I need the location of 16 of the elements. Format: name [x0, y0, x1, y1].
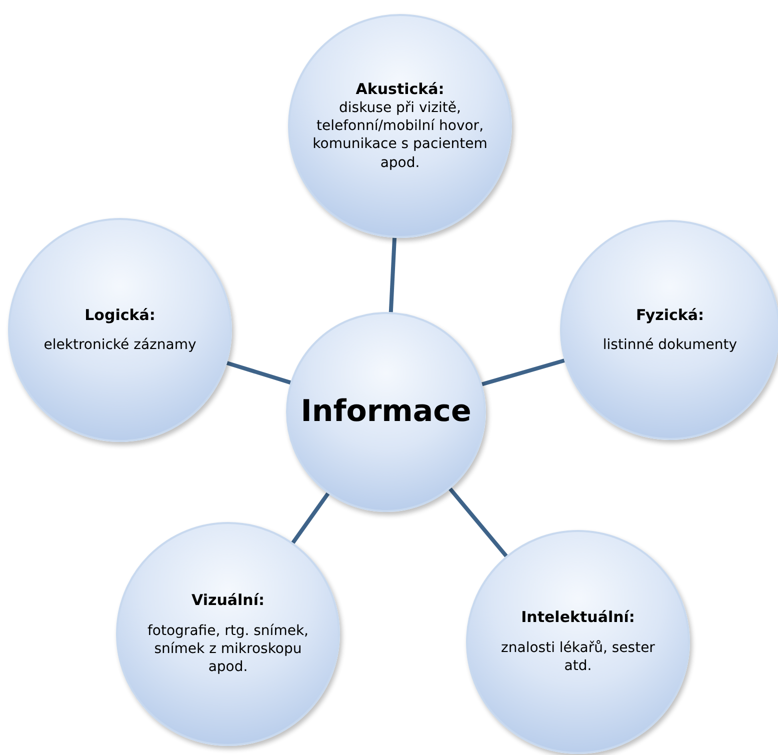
topic-heading: Intelektuální:: [521, 608, 635, 628]
center-label: Informace: [300, 393, 472, 431]
topic-heading: Logická:: [84, 306, 156, 324]
topic-description: listinné dokumenty: [602, 336, 738, 354]
topic-heading: Vizuální:: [192, 591, 264, 610]
topic-heading: Fyzická:: [636, 306, 704, 324]
topic-description: fotografie, rtg. snímek, snímek z mikroskopu apod.: [146, 622, 310, 677]
topic-heading: Akustická:: [356, 80, 444, 99]
connector-line: [388, 238, 397, 312]
connector-line: [291, 492, 330, 544]
topic-description: diskuse při vizitě, telefonní/mobilní hovor, komunikace s pacientem apod.: [312, 99, 488, 172]
topic-description: elektronické záznamy: [44, 336, 196, 354]
connector-line: [226, 361, 292, 384]
connector-line: [482, 358, 565, 386]
connector-line: [448, 487, 508, 558]
topic-description: znalosti lékařů, sester atd.: [500, 639, 656, 676]
